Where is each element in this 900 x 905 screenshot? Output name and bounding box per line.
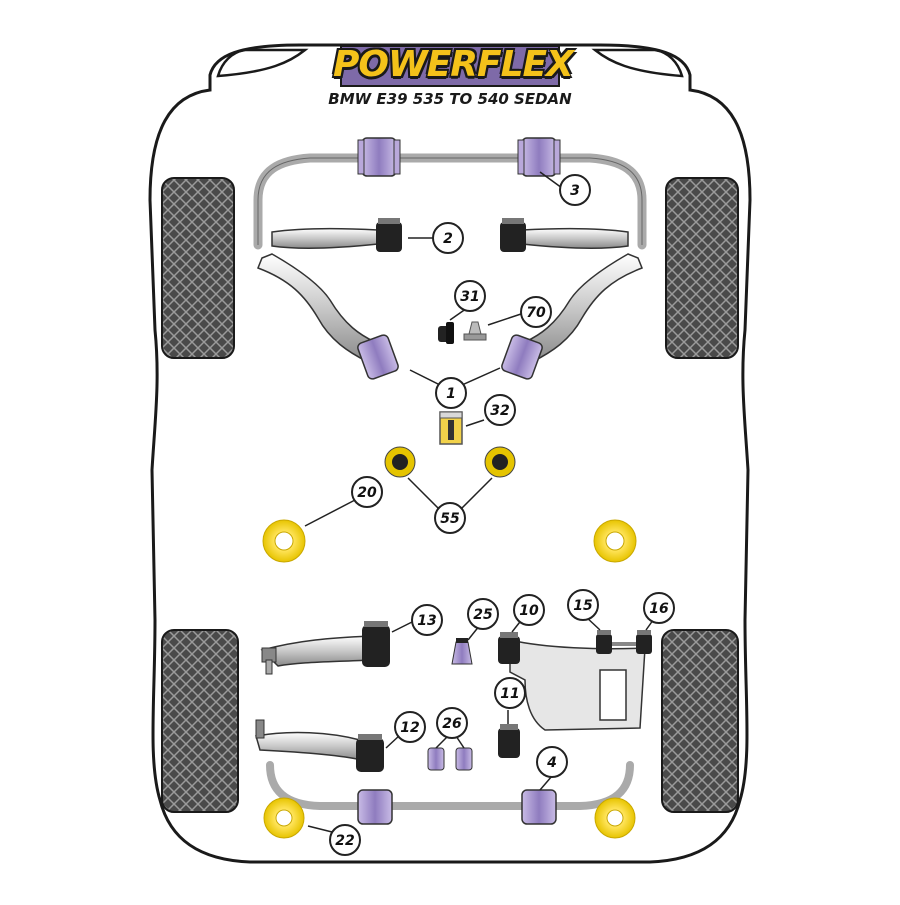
callout-22: 22: [329, 824, 361, 856]
black-bush-13: [362, 621, 390, 667]
callout-label: 32: [490, 403, 509, 419]
page-title: BMW E39 535 TO 540 SEDAN: [328, 90, 572, 108]
windshield-right: [591, 48, 684, 78]
callout-label: 26: [442, 716, 462, 732]
front-strut-left: [271, 227, 379, 249]
callout-label: 2: [443, 231, 453, 247]
black-bush-12: [356, 734, 384, 772]
callout-label: 20: [357, 485, 377, 501]
callout-label: 12: [400, 720, 419, 736]
callout-11: 11: [494, 677, 526, 709]
callout-10: 10: [513, 594, 545, 626]
tyre-rear-right: [661, 629, 739, 813]
callout-label: 22: [335, 833, 354, 849]
rear-arb-bush-left: [357, 789, 393, 825]
callout-31: 31: [454, 280, 486, 312]
callout-25: 25: [467, 598, 499, 630]
callout-16: 16: [643, 592, 675, 624]
bush-25-part: [451, 638, 473, 665]
callout-20: 20: [351, 476, 383, 508]
tyre-rear-left: [161, 629, 239, 813]
engine-mount-55-left: [384, 446, 416, 478]
callout-70: 70: [520, 296, 552, 328]
bush-26-left: [427, 747, 445, 771]
callout-label: 3: [570, 183, 580, 199]
black-bush-2-left: [376, 218, 402, 252]
front-strut-right: [521, 227, 629, 249]
bush-22-right: [594, 797, 636, 839]
callout-12: 12: [394, 711, 426, 743]
black-bush-15: [596, 630, 612, 654]
callout-label: 16: [649, 601, 669, 617]
tyre-front-left: [161, 177, 235, 359]
callout-3: 3: [559, 174, 591, 206]
rear-arb-bush-right: [521, 789, 557, 825]
callout-label: 70: [526, 305, 546, 321]
callout-label: 31: [460, 289, 479, 305]
callout-32: 32: [484, 394, 516, 426]
black-bush-16: [636, 630, 652, 654]
bush-26-right: [455, 747, 473, 771]
front-arb-bush-right: [517, 137, 561, 177]
callout-4: 4: [536, 746, 568, 778]
engine-mount-55-right: [484, 446, 516, 478]
windshield-left: [216, 48, 309, 78]
powerflex-logo: POWERFLEX: [333, 42, 574, 90]
bush-32-part: [439, 411, 463, 445]
callout-label: 55: [440, 511, 460, 527]
brand-name: POWERFLEX: [333, 44, 574, 85]
purple-bush-1-right: [501, 334, 543, 380]
bush-22-left: [263, 797, 305, 839]
car-body-outline: [148, 43, 752, 864]
callout-55: 55: [434, 502, 466, 534]
callout-label: 1: [446, 386, 456, 402]
bush-70-part: [463, 321, 487, 341]
callout-2: 2: [432, 222, 464, 254]
tyre-front-right: [665, 177, 739, 359]
bush-31-part: [438, 322, 454, 344]
black-bush-11: [498, 724, 520, 758]
bush-20-right: [593, 519, 637, 563]
purple-bush-1-left: [357, 334, 399, 380]
callout-label: 10: [519, 603, 539, 619]
callout-15: 15: [567, 589, 599, 621]
callout-label: 4: [546, 755, 557, 771]
callout-label: 13: [417, 613, 436, 629]
bush-20-left: [262, 519, 306, 563]
callout-26: 26: [436, 707, 468, 739]
callout-13: 13: [411, 604, 443, 636]
black-bush-2-right: [500, 218, 526, 252]
black-bush-10: [498, 632, 520, 664]
rear-anti-roll-bar: [266, 761, 634, 810]
callout-label: 15: [573, 598, 593, 614]
callout-label: 11: [500, 686, 519, 702]
callout-label: 25: [473, 607, 493, 623]
callout-1: 1: [435, 377, 467, 409]
front-arb-bush-left: [357, 137, 401, 177]
